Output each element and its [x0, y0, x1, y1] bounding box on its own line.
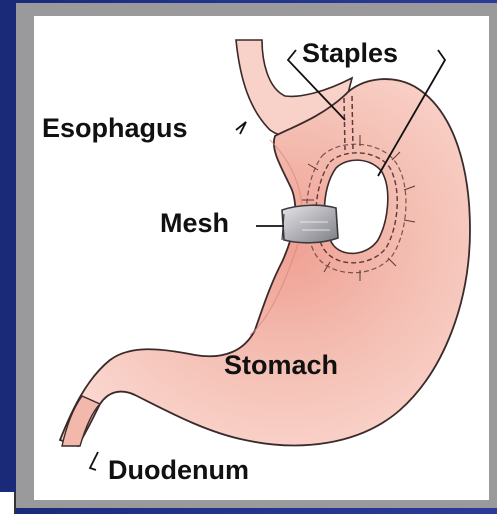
mesh-label: Mesh — [160, 208, 229, 239]
stomach-label: Stomach — [224, 350, 338, 381]
esophagus-label: Esophagus — [42, 113, 188, 144]
duodenum-label: Duodenum — [108, 455, 249, 486]
staples-label: Staples — [302, 38, 398, 69]
mesh-band — [282, 205, 338, 243]
